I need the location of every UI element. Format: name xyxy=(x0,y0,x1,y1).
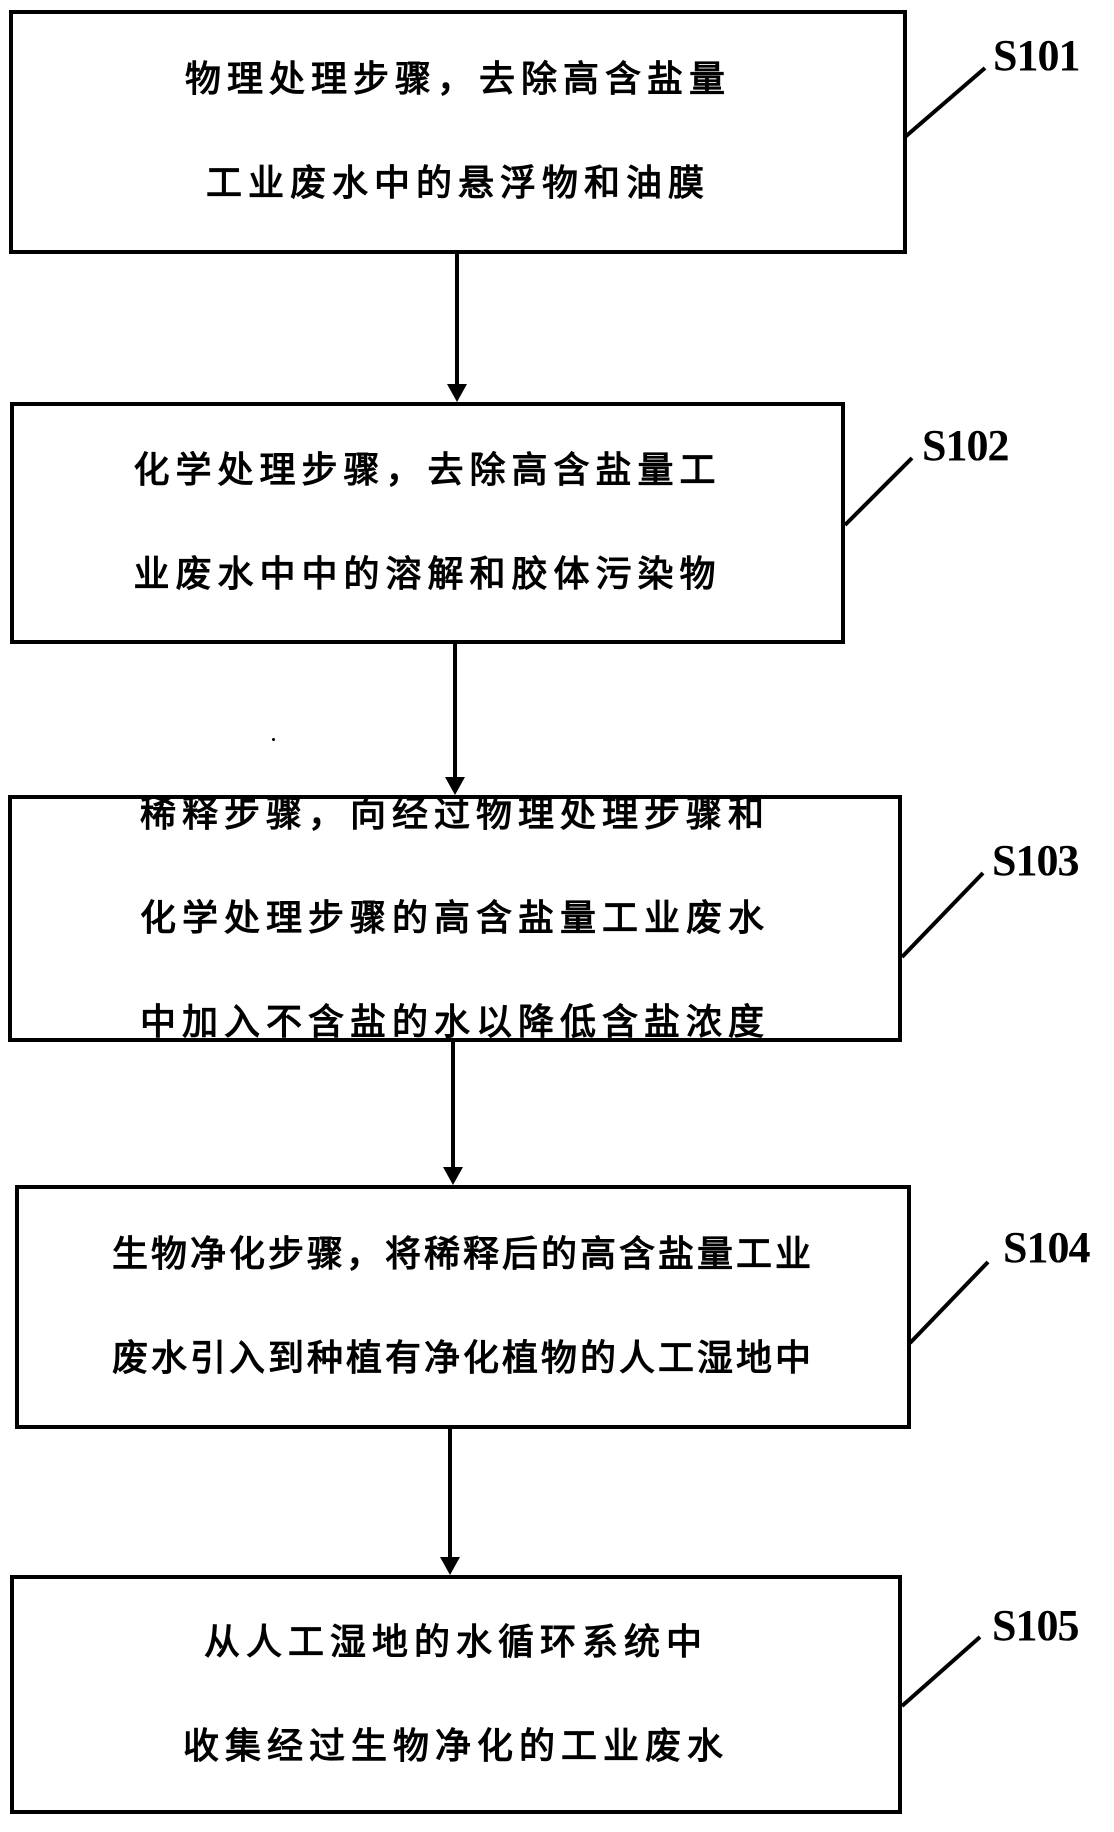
step-box-s101: 物理处理步骤，去除高含盐量 工业废水中的悬浮物和油膜 xyxy=(9,10,907,254)
step-label-s104: S104 xyxy=(1003,1223,1090,1272)
stray-dot xyxy=(272,738,275,741)
leader-line-s101 xyxy=(903,66,987,139)
step-label-s102: S102 xyxy=(922,421,1009,470)
step-text-line: 化学处理步骤，去除高含盐量工 xyxy=(133,450,722,491)
arrow-s103-s104 xyxy=(443,1040,463,1185)
step-text-line: 化学处理步骤的高含盐量工业废水 xyxy=(139,897,770,939)
step-text-line: 收集经过生物净化的工业废水 xyxy=(182,1725,729,1767)
arrow-s101-s102 xyxy=(447,252,467,402)
step-label-s105: S105 xyxy=(992,1601,1079,1650)
leader-line-s103 xyxy=(900,871,985,959)
step-box-s103: 稀释步骤，向经过物理处理步骤和 化学处理步骤的高含盐量工业废水 中加入不含盐的水… xyxy=(8,794,902,1043)
arrow-s104-s105 xyxy=(440,1427,460,1575)
leader-line-s102 xyxy=(843,456,914,527)
leader-line-s105 xyxy=(900,1635,982,1708)
step-text-line: 工业废水中的悬浮物和油膜 xyxy=(205,163,710,204)
step-text-line: 废水引入到种植有净化植物的人工湿地中 xyxy=(111,1338,814,1379)
step-text-line: 稀释步骤，向经过物理处理步骤和 xyxy=(139,793,770,835)
step-box-s104: 生物净化步骤，将稀释后的高含盐量工业 废水引入到种植有净化植物的人工湿地中 xyxy=(15,1185,911,1429)
step-text-s101: 物理处理步骤，去除高含盐量 工业废水中的悬浮物和油膜 xyxy=(185,2,731,262)
step-text-s103: 稀释步骤，向经过物理处理步骤和 化学处理步骤的高含盐量工业废水 中加入不含盐的水… xyxy=(140,737,770,1101)
step-text-line: 物理处理步骤，去除高含盐量 xyxy=(184,59,731,100)
step-text-s102: 化学处理步骤，去除高含盐量工 业废水中中的溶解和胶体污染物 xyxy=(133,393,721,653)
step-label-s101: S101 xyxy=(993,31,1080,80)
step-text-line: 业废水中中的溶解和胶体污染物 xyxy=(133,554,722,595)
step-text-line: 从人工湿地的水循环系统中 xyxy=(203,1621,708,1663)
step-text-line: 生物净化步骤，将稀释后的高含盐量工业 xyxy=(111,1234,814,1275)
step-text-s105: 从人工湿地的水循环系统中 收集经过生物净化的工业废水 xyxy=(183,1565,729,1825)
arrow-s102-s103 xyxy=(445,642,465,795)
step-text-s104: 生物净化步骤，将稀释后的高含盐量工业 废水引入到种植有净化植物的人工湿地中 xyxy=(112,1177,814,1437)
step-label-s103: S103 xyxy=(992,836,1079,885)
step-text-line: 中加入不含盐的水以降低含盐浓度 xyxy=(139,1001,770,1043)
leader-line-s104 xyxy=(908,1260,990,1345)
step-box-s102: 化学处理步骤，去除高含盐量工 业废水中中的溶解和胶体污染物 xyxy=(10,402,845,644)
step-box-s105: 从人工湿地的水循环系统中 收集经过生物净化的工业废水 xyxy=(10,1575,902,1814)
